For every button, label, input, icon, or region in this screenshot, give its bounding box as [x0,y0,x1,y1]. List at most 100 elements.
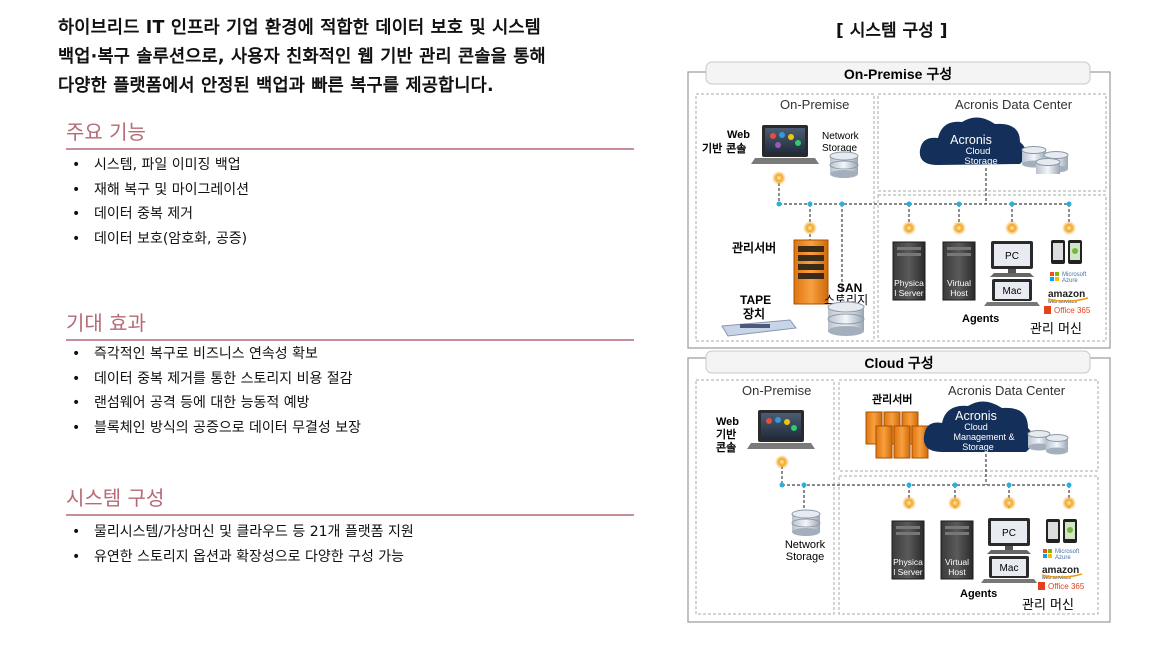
panel-header: On-Premise 구성 [844,66,952,82]
server-tower-icon [892,241,926,301]
intro-line: 다양한 플랫폼에서 안정된 백업과 빠른 복구를 제공합니다. [58,76,494,96]
office-label: Office 365 [1048,582,1085,591]
database-icon [827,301,865,336]
cloud-brand: Acronis [950,133,992,147]
features-list: •시스템, 파일 이미징 백업 •재해 복구 및 마이그레이션 •데이터 중복 … [72,153,249,251]
panel-header: Cloud 구성 [864,355,933,371]
database-icon [829,151,859,178]
list-item: •물리시스템/가상머신 및 클라우드 등 21개 플랫폼 지원 [72,524,414,540]
tape-drive-icon [721,319,797,337]
connector-node [776,201,1072,207]
office-icon [1038,582,1045,590]
panel-header-bg [705,350,1091,374]
amazon-label: amazon [1042,565,1079,576]
network-storage-label: Network [822,131,860,142]
panel-frame [687,71,1111,349]
office-icon [1044,306,1051,314]
list-item: •데이터 중복 제거를 통한 스토리지 비용 절감 [72,370,353,387]
physical-server-label: l Server [894,288,923,298]
list-item: •시스템, 파일 이미징 백업 [72,157,241,173]
datacenter-box [877,93,1107,192]
laptop-icon [747,410,815,449]
aws-label: web services [1042,575,1071,581]
san-label: SAN [837,281,862,295]
managed-machines-box [838,475,1099,615]
web-console-label: Web [716,416,739,428]
server-tower-icon [891,520,925,580]
azure-label: Microsoft [1055,549,1080,555]
virtual-host-label: Virtual [947,278,971,288]
windows-icon [1050,272,1059,281]
cloud-label: Storage [962,442,994,452]
cloud-label: Management & [953,432,1014,442]
virtual-host-label: Host [950,288,968,298]
datacenter-label: Acronis Data Center [955,97,1073,112]
pc-label: PC [1005,251,1019,262]
onprem-box [695,379,835,615]
onprem-config-panel: On-Premise 구성 On-Premise Acronis Data Ce… [687,61,1111,349]
diagram-title: [ 시스템 구성 ] [836,21,948,41]
web-console-label: 콘솔 [716,441,736,454]
glow-node [772,171,1076,235]
server-tower-icon [940,520,974,580]
list-item: •데이터 보호(암호화, 공증) [72,230,248,247]
agents-label: Agents [962,313,999,325]
pc-label: PC [1002,528,1016,539]
cloud-label: Cloud [966,146,991,157]
physical-server-label: Physica [894,278,924,288]
monitor-icon [987,518,1031,554]
intro-line: 하이브리드 IT 인프라 기업 환경에 적합한 데이터 보호 및 시스템 [58,18,541,38]
cloud-label: Storage [964,156,997,167]
mgmt-server-label: 관리서버 [732,240,776,255]
web-console-label: 기반 [716,427,736,441]
virtual-host-label: Virtual [945,557,969,567]
list-item: •즉각적인 복구로 비즈니스 연속성 확보 [72,346,318,362]
cloud-brand: Acronis [955,409,997,423]
web-console-label: 기반 콘솔 [702,141,746,155]
tape-label: 장치 [743,306,765,321]
list-item: •블록체인 방식의 공증으로 데이터 무결성 보장 [72,419,361,436]
onprem-label: On-Premise [742,383,811,398]
virtual-host-label: Host [948,567,966,577]
office-label: Office 365 [1054,306,1091,315]
system-list: •물리시스템/가상머신 및 클라우드 등 21개 플랫폼 지원 •유연한 스토리… [72,520,414,569]
laptop-icon [981,556,1037,583]
tape-label: TAPE [740,293,771,307]
intro-line: 백업·복구 솔루션으로, 사용자 친화적인 웹 기반 관리 콘솔을 통해 [58,47,546,67]
cloud-icon [919,117,1026,165]
laptop-icon [984,279,1040,306]
azure-label: Microsoft [1062,272,1087,278]
managed-machines-label: 관리 머신 [1022,598,1074,613]
database-icon [791,509,821,536]
section-title-system: 시스템 구성 [66,482,634,516]
cloud-label: Cloud [964,422,988,432]
physical-server-label: l Server [893,567,922,577]
laptop-icon [751,125,819,164]
mobile-devices-icon [1046,519,1077,543]
onprem-box [695,93,875,342]
datacenter-label: Acronis Data Center [948,383,1066,398]
cloud-config-panel: Cloud 구성 On-Premise Acronis Data Center … [687,350,1111,623]
azure-label: Azure [1055,555,1071,561]
mac-label: Mac [1000,563,1019,574]
connector-node [779,482,1072,488]
panel-header-bg [705,61,1091,85]
monitor-icon [990,241,1034,277]
cloud-icon [923,401,1034,452]
server-cluster-icon [865,411,929,459]
section-title-benefits: 기대 효과 [66,307,634,341]
amazon-label: amazon [1048,289,1085,300]
database-icon [1021,146,1069,174]
azure-label: Azure [1062,278,1078,284]
list-item: •랜섬웨어 공격 등에 대한 능동적 예방 [72,395,310,411]
amazon-smile-icon [1041,573,1083,578]
database-icon [1027,430,1069,455]
glow-node [775,455,1076,510]
web-console-label: Web [727,129,750,141]
server-tower-icon [793,239,829,305]
onprem-label: On-Premise [780,97,849,112]
server-tower-icon [942,241,976,301]
list-item: •유연한 스토리지 옵션과 확장성으로 다양한 구성 가능 [72,548,405,565]
mac-label: Mac [1003,286,1022,297]
